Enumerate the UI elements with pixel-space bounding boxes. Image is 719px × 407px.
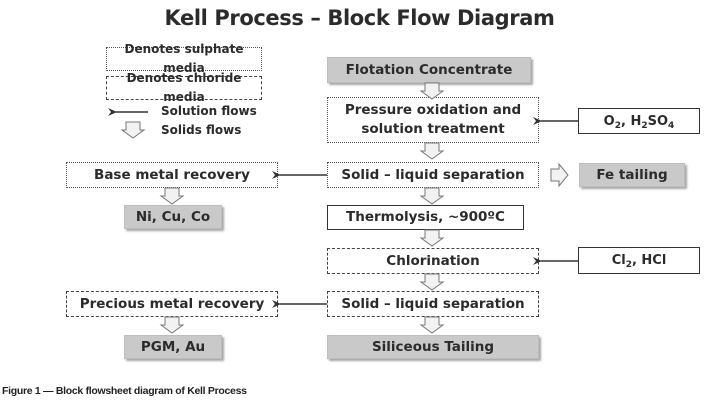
node-flotation-concentrate: Flotation Concentrate: [327, 57, 531, 83]
solids-arrow-sls2-to-siliceous: [419, 316, 445, 334]
legend-solution-flows-label: Solution flows: [161, 104, 257, 118]
legend-solids-flow-arrow: [120, 121, 146, 139]
node-thermolysis-label: Thermolysis, ~900ºC: [346, 209, 505, 225]
node-pressure-oxidation-label-1: Pressure oxidation and: [344, 102, 522, 118]
legend-sulphate-media-box: Denotes sulphate media: [106, 42, 262, 75]
node-reagents-cl2-hcl: Cl2, HCl: [578, 247, 700, 274]
node-reagents-cl2-hcl-label: Cl2, HCl: [611, 253, 667, 270]
node-solid-liquid-separation-1: Solid – liquid separation: [327, 162, 539, 188]
node-siliceous-tailing: Siliceous Tailing: [327, 335, 539, 359]
node-pressure-oxidation: Pressure oxidation and solution treatmen…: [327, 97, 539, 143]
solids-arrow-sls1-to-thermolysis: [419, 187, 445, 205]
legend-chloride-media-box: Denotes chloride media: [106, 71, 262, 104]
node-ni-cu-co: Ni, Cu, Co: [124, 205, 222, 229]
solids-arrow-pmr-to-products: [159, 316, 185, 334]
legend-solids-flows-label: Solids flows: [161, 123, 242, 137]
solids-arrow-flotation-to-pox: [419, 82, 445, 100]
node-pgm-au-label: PGM, Au: [140, 338, 206, 355]
solids-arrow-pox-to-sls1: [419, 142, 445, 160]
legend-chloride-media-label: Denotes chloride media: [126, 71, 242, 104]
figure-caption: Figure 1 — Block flowsheet diagram of Ke…: [2, 385, 247, 397]
solids-arrow-bmr-to-products: [159, 187, 185, 205]
solids-arrow-thermolysis-to-chlorination: [419, 229, 445, 247]
node-chlorination-label: Chlorination: [386, 252, 480, 269]
node-solid-liquid-separation-2-label: Solid – liquid separation: [341, 295, 525, 312]
node-flotation-concentrate-label: Flotation Concentrate: [345, 61, 513, 78]
diagram-title: Kell Process – Block Flow Diagram: [164, 6, 555, 30]
solids-arrow-sls1-to-fe-tailing: [550, 162, 569, 188]
node-fe-tailing: Fe tailing: [579, 163, 685, 187]
node-solid-liquid-separation-1-label: Solid – liquid separation: [341, 166, 525, 183]
legend-sulphate-media-label: Denotes sulphate media: [124, 42, 244, 75]
node-fe-tailing-label: Fe tailing: [596, 166, 668, 183]
node-reagents-o2-h2so4-label: O2, H2SO4: [603, 113, 675, 131]
node-siliceous-tailing-label: Siliceous Tailing: [371, 338, 495, 355]
node-precious-metal-recovery-label: Precious metal recovery: [79, 295, 265, 312]
node-base-metal-recovery-label: Base metal recovery: [94, 166, 250, 183]
node-pressure-oxidation-label-2: solution treatment: [361, 121, 505, 137]
node-ni-cu-co-label: Ni, Cu, Co: [135, 208, 211, 225]
node-pgm-au: PGM, Au: [124, 335, 222, 359]
node-reagents-o2-h2so4: O2, H2SO4: [578, 108, 700, 134]
solids-arrow-chlorination-to-sls2: [419, 273, 445, 291]
